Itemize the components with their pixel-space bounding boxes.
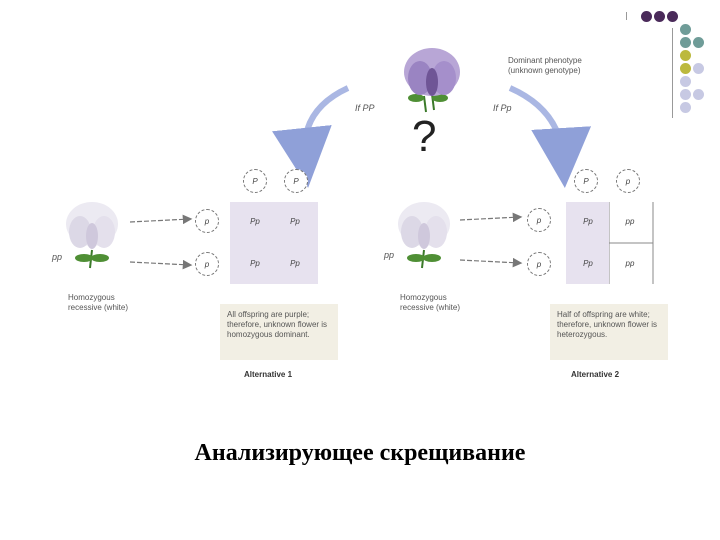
- gamete-arrow: [129, 214, 193, 225]
- gamete-arrow: [459, 257, 523, 268]
- punnett-cell: pp: [625, 217, 635, 226]
- punnett-cell: Pp: [583, 259, 593, 268]
- decor-line-top: [626, 12, 627, 20]
- decor-dot: [680, 89, 691, 100]
- decor-dot: [680, 24, 691, 35]
- decor-dot: [680, 76, 691, 87]
- white-flower-icon-left: [66, 202, 118, 269]
- side-gamete: p: [527, 252, 551, 276]
- punnett-cell: Pp: [290, 259, 300, 268]
- top-gamete: p: [616, 169, 640, 193]
- punnett-cell: Pp: [250, 259, 260, 268]
- branch-left-label: If PP: [355, 103, 375, 113]
- punnett-cell: Pp: [583, 217, 593, 226]
- decor-dot: [680, 63, 691, 74]
- gamete-arrow: [129, 259, 193, 270]
- side-gamete: p: [195, 252, 219, 276]
- punnett-cell: pp: [625, 259, 635, 268]
- alternative-caption: Alternative 1: [244, 370, 293, 379]
- decor-dot: [654, 11, 665, 22]
- arrow-right: [508, 85, 592, 188]
- punnett-square-purple: [566, 202, 609, 284]
- top-gamete: P: [243, 169, 267, 193]
- gamete-arrow: [459, 212, 523, 223]
- arrow-left: [272, 85, 350, 188]
- punnett-square: [230, 202, 318, 284]
- decor-dot: [680, 37, 691, 48]
- decor-dot: [667, 11, 678, 22]
- decor-dot: [680, 102, 691, 113]
- decor-dot: [693, 63, 704, 74]
- side-gamete: p: [195, 209, 219, 233]
- parent-genotype: pp: [384, 250, 395, 260]
- slide-title: Анализирующее скрещивание: [194, 440, 526, 466]
- branch-right-label: If Pp: [493, 103, 512, 113]
- parent-genotype: pp: [52, 252, 63, 262]
- top-gamete: P: [284, 169, 308, 193]
- alternative-caption: Alternative 2: [571, 370, 620, 379]
- question-mark: ?: [412, 112, 437, 161]
- decor-line-vertical: [672, 28, 673, 118]
- decor-dot: [641, 11, 652, 22]
- side-gamete: p: [527, 208, 551, 232]
- phenotype-label: Dominant phenotype (unknown genotype): [508, 56, 582, 75]
- conclusion-note: All offspring are purple; therefore, unk…: [220, 304, 338, 360]
- parent-label: Homozygous recessive (white): [68, 293, 129, 312]
- purple-flower-icon: [404, 48, 460, 113]
- top-gamete: P: [574, 169, 598, 193]
- decor-dot: [680, 50, 691, 61]
- punnett-cell: Pp: [290, 217, 300, 226]
- parent-label: Homozygous recessive (white): [400, 293, 461, 312]
- conclusion-note: Half of offspring are white; therefore, …: [550, 304, 668, 360]
- punnett-cell: Pp: [250, 217, 260, 226]
- decor-dot: [693, 37, 704, 48]
- decor-dot: [693, 89, 704, 100]
- white-flower-icon-right: [398, 202, 450, 269]
